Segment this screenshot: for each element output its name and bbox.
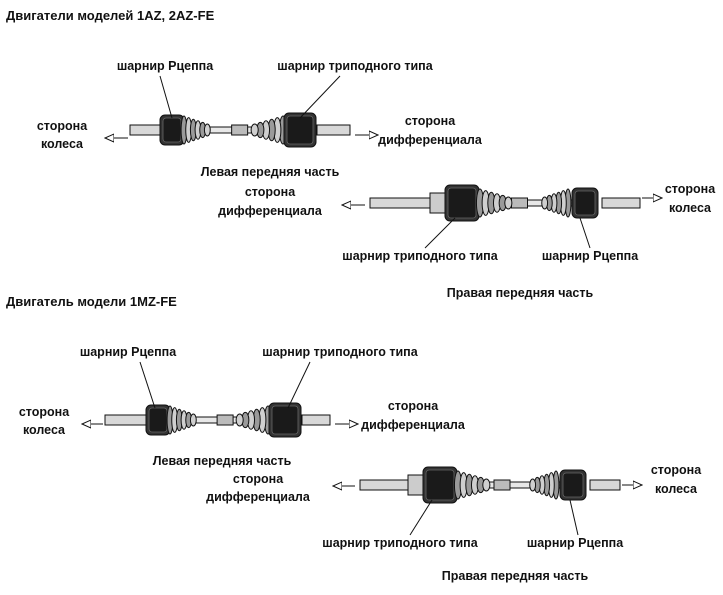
leader-line — [139, 361, 156, 409]
damper — [231, 124, 249, 136]
wheel-side-label: сторона — [19, 405, 70, 419]
rzeppa-joint-housing-inner — [562, 472, 584, 498]
diff-side-label: дифференциала — [378, 133, 483, 147]
right-front-shaft — [359, 466, 621, 504]
wheel-side-label: сторона — [665, 182, 716, 196]
boot-ridge — [541, 196, 549, 210]
damper — [493, 479, 511, 491]
leader-line — [579, 217, 591, 249]
right-front-caption: Правая передняя часть — [442, 569, 589, 583]
rzeppa-joint-housing-inner — [574, 190, 596, 216]
leader-line — [424, 217, 456, 249]
left-front-shaft — [104, 402, 331, 438]
section-1az-2az: Двигатели моделей 1AZ, 2AZ-FE шарнир Рце… — [6, 8, 716, 300]
tripod-joint-label: шарнир триподного типа — [322, 536, 478, 550]
stub-shaft — [104, 414, 147, 426]
wheel-side-label: колеса — [41, 137, 84, 151]
wheel-side-label: сторона — [37, 119, 88, 133]
right-front-shaft — [369, 184, 641, 222]
wheel-side-label: колеса — [23, 423, 66, 437]
damper — [216, 414, 234, 426]
tripod-joint-label: шарнир триподного типа — [277, 59, 433, 73]
tripod-joint-label: шарнир триподного типа — [262, 345, 418, 359]
boot-ridge — [235, 413, 244, 427]
stub-shaft — [129, 124, 161, 136]
tripod-joint-housing-inner — [271, 405, 299, 435]
diff-side-label: дифференциала — [218, 204, 323, 218]
boot-ridge — [482, 478, 491, 492]
boot-ridge — [189, 413, 197, 427]
left-front-shaft — [129, 112, 351, 148]
section-title: Двигатели моделей 1AZ, 2AZ-FE — [6, 8, 215, 23]
right-front-caption: Правая передняя часть — [447, 286, 594, 300]
rzeppa-joint-housing-inner — [148, 407, 168, 433]
rzeppa-joint-housing-inner — [162, 117, 182, 143]
leader-line — [159, 75, 173, 119]
boot-ridge — [203, 123, 211, 137]
rzeppa-joint-label: шарнир Рцеппа — [80, 345, 177, 359]
diff-side-label: дифференциала — [206, 490, 311, 504]
rzeppa-joint-label: шарнир Рцеппа — [542, 249, 639, 263]
boot-ridge — [250, 123, 259, 137]
stub-shaft — [301, 414, 331, 426]
wheel-side-label: колеса — [655, 482, 698, 496]
tripod-joint-housing-inner — [447, 187, 477, 219]
diff-side-label: сторона — [388, 399, 439, 413]
rzeppa-joint-label: шарнир Рцеппа — [117, 59, 214, 73]
leader-line — [409, 499, 433, 536]
wheel-side-label: сторона — [651, 463, 702, 477]
leader-line — [299, 75, 341, 119]
left-front-caption: Левая передняя часть — [201, 165, 340, 179]
boot-ridge — [529, 478, 537, 492]
diff-side-label: сторона — [233, 472, 284, 486]
tripod-joint-housing-inner — [286, 115, 314, 145]
boot-ridge — [504, 196, 513, 210]
stub-shaft — [601, 197, 641, 209]
section-title: Двигатель модели 1MZ-FE — [6, 294, 177, 309]
tripod-joint-label: шарнир триподного типа — [342, 249, 498, 263]
stub-shaft — [589, 479, 621, 491]
leader-line — [569, 499, 579, 536]
diff-side-label: сторона — [245, 185, 296, 199]
diff-side-label: дифференциала — [361, 418, 466, 432]
left-front-caption: Левая передняя часть — [153, 454, 292, 468]
tripod-joint-housing-inner — [425, 469, 455, 501]
rzeppa-joint-label: шарнир Рцеппа — [527, 536, 624, 550]
diff-side-label: сторона — [405, 114, 456, 128]
section-1mz: Двигатель модели 1MZ-FE шарнир Рцеппа ша… — [6, 294, 702, 583]
damper — [511, 197, 528, 209]
wheel-side-label: колеса — [669, 201, 712, 215]
stub-shaft — [316, 124, 351, 136]
leader-line — [287, 361, 311, 409]
